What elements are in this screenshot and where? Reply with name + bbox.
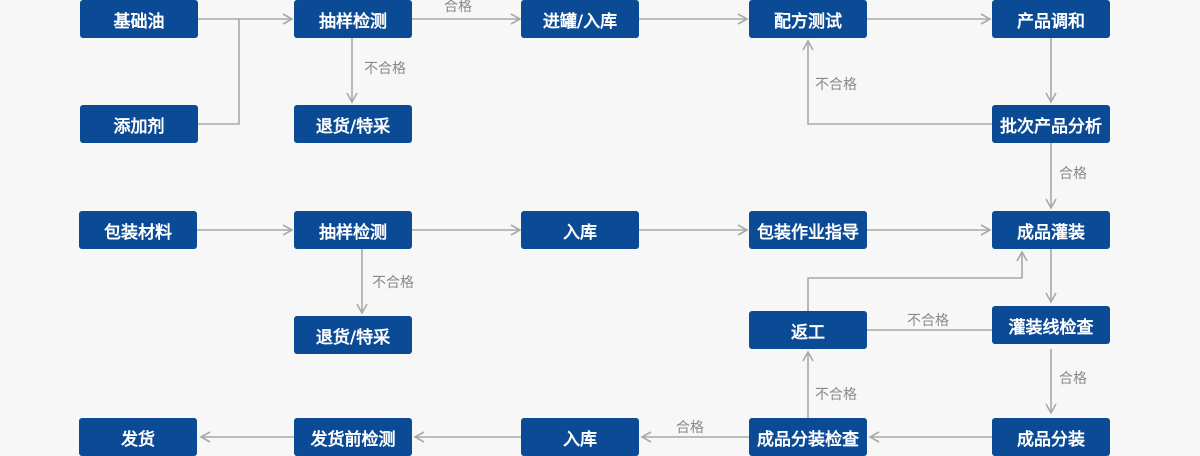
- node-return-1: 退货/特采: [294, 105, 412, 143]
- node-pre-shipment-test: 发货前检测: [294, 418, 412, 456]
- connector-additive-to-sampling: [198, 19, 240, 125]
- node-filling-line-check: 灌装线检查: [992, 306, 1110, 344]
- node-storage-1: 入库: [521, 211, 639, 249]
- label-pass-batch: 合格: [1059, 166, 1087, 182]
- label-fail-sampling: 不合格: [364, 61, 406, 77]
- label-pass-line-check: 合格: [1059, 371, 1087, 387]
- label-fail-line-check: 不合格: [907, 313, 949, 329]
- node-filling: 成品灌装: [992, 211, 1110, 249]
- label-fail-dispense-check: 不合格: [815, 387, 857, 403]
- arrow-batch-to-formula: [802, 39, 992, 125]
- node-rework: 返工: [749, 311, 867, 349]
- node-dispensing: 成品分装: [992, 418, 1110, 456]
- label-fail-sampling-2: 不合格: [372, 275, 414, 291]
- node-base-oil: 基础油: [80, 0, 198, 38]
- node-batch-analysis: 批次产品分析: [992, 105, 1110, 143]
- node-return-2: 退货/特采: [294, 316, 412, 354]
- label-fail-formula: 不合格: [815, 77, 857, 93]
- node-dispensing-check: 成品分装检查: [749, 418, 867, 456]
- node-storage-2: 入库: [521, 418, 639, 456]
- label-pass-dispense-check: 合格: [676, 420, 704, 436]
- node-sampling-test-1: 抽样检测: [294, 0, 412, 38]
- node-sampling-test-2: 抽样检测: [294, 211, 412, 249]
- node-formula-test: 配方测试: [749, 0, 867, 38]
- node-additive: 添加剂: [80, 105, 198, 143]
- label-pass-sampling: 合格: [444, 0, 472, 15]
- node-blending: 产品调和: [992, 0, 1110, 38]
- node-packaging-material: 包装材料: [79, 211, 197, 249]
- node-shipment: 发货: [79, 418, 197, 456]
- node-tank-storage: 进罐/入库: [521, 0, 639, 38]
- node-packaging-guide: 包装作业指导: [749, 211, 867, 249]
- arrow-rework-to-filling: [807, 250, 1028, 311]
